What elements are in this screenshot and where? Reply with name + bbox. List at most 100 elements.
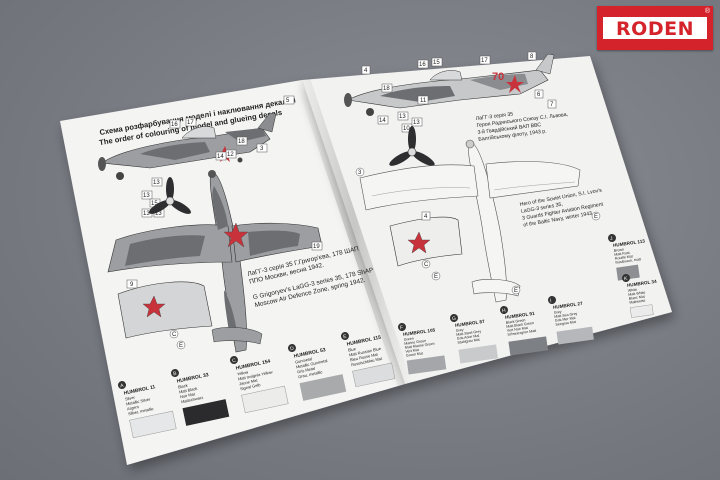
caption-ukrainian-line1: ЛаГГ-3 серія 35: [476, 111, 514, 122]
callout-box: 14: [379, 118, 386, 124]
paint-brand: HUMBROL 105: [403, 327, 436, 337]
callout-box: 17: [187, 120, 194, 126]
right-propeller: [389, 126, 435, 166]
left-side-profile-aircraft: [98, 112, 277, 180]
paint-code: D: [290, 346, 295, 353]
paint-brand: HUMBROL 91: [505, 311, 536, 320]
roden-logo: RODEN ®: [597, 6, 713, 50]
left-wing-callouts: 9 C E: [126, 279, 186, 350]
callout-box: 13: [153, 180, 160, 186]
paint-code: I: [550, 298, 552, 304]
paint-line: Argent: [127, 404, 140, 412]
paint-chip: I HUMBROL 27 Grey Matt Sea Grey Gris Mer…: [548, 296, 594, 345]
paint-code: K: [624, 276, 629, 282]
paint-line: Gris Metal: [297, 366, 316, 375]
paint-line: Mattweiss: [629, 299, 646, 305]
paint-line: Mattschwarz: [181, 395, 204, 405]
right-profile-star: [506, 75, 524, 93]
paint-chip: A HUMBROL 11 Silver Metallic Silver Arge…: [118, 381, 177, 439]
paint-code: J: [610, 236, 614, 242]
callout-box: 13: [399, 114, 406, 120]
paint-swatch: [299, 374, 347, 401]
paint-code: G: [452, 316, 457, 322]
paint-swatch: [629, 304, 654, 318]
callout-circle: E: [514, 288, 518, 294]
right-side-profile-aircraft: 70: [344, 53, 555, 116]
callout-box: 8: [530, 54, 534, 60]
paint-line: Vert Noir Mat: [507, 326, 528, 333]
paint-line: Marine Green: [404, 339, 426, 346]
paint-line: White: [628, 288, 638, 293]
callout-box: 9: [130, 282, 134, 288]
paint-chip: D HUMBROL 53 Gunmetal Metallic Gunmetal …: [288, 344, 347, 401]
paint-swatch: [352, 362, 396, 388]
paint-line: Gruen Mat: [406, 351, 423, 357]
paint-line: Gris Acier Mat: [457, 334, 480, 341]
left-underside-wing: [117, 281, 213, 339]
callout-box: 15: [433, 60, 440, 66]
paint-chip: C HUMBROL 154 Yellow Matt Insignia Yello…: [230, 356, 289, 414]
left-propeller: [149, 177, 191, 214]
paint-line: Metallic Gunmetal: [296, 358, 328, 370]
underside-wing-star: [142, 295, 166, 318]
paint-line: Metallic Silver: [126, 396, 152, 406]
callout-box: 14: [217, 154, 224, 160]
right-underside-wing: [389, 216, 463, 267]
paint-line: Blanc Mat: [629, 295, 645, 301]
paint-code: H: [502, 308, 507, 314]
callout-box: 10: [403, 126, 410, 132]
paint-line: Black Green: [506, 318, 526, 325]
right-profile-callouts: 16 15 17 8 4 18 11 6 14 10 13 13 7: [361, 51, 557, 133]
paint-line: Matt Steel Grey: [456, 329, 481, 336]
paint-brand: HUMBROL 34: [627, 279, 658, 288]
callout-box: 13: [155, 211, 162, 217]
logo-wordmark: RODEN: [616, 18, 694, 40]
paint-line: Green: [404, 337, 414, 342]
paint-line: Grau, metallic: [298, 369, 323, 379]
paint-swatch: [458, 344, 499, 364]
left-top-callouts: 19: [311, 241, 323, 251]
callout-circle: E: [179, 343, 183, 349]
paint-line: Matt Marine Green: [405, 342, 435, 350]
paint-chip: G HUMBROL 87 Grey Matt Steel Grey Gris A…: [450, 314, 499, 364]
paint-line: Brown: [614, 247, 625, 252]
paint-line: Jaune Mat: [239, 377, 259, 386]
paint-line: Seegrau Mat: [555, 320, 576, 327]
right-profile-tactical-number: 70: [492, 71, 504, 83]
paint-line: Rostbraun, matt: [615, 257, 641, 265]
callout-box: 6: [537, 92, 541, 98]
paint-line: Matt White: [628, 290, 646, 296]
paint-line: Silber, metallic: [128, 406, 154, 416]
callout-box: 4: [424, 214, 428, 220]
paint-chip: K HUMBROL 34 White Matt White Blanc Mat …: [622, 274, 658, 318]
paint-chip: J HUMBROL 113 Brown Matt Rust Rouille Ma…: [608, 234, 646, 281]
paint-swatch: [241, 385, 289, 414]
paint-line: Yellow: [236, 369, 248, 376]
paint-code: A: [120, 383, 125, 390]
callout-box: 17: [481, 58, 488, 64]
callout-box: 13: [413, 120, 420, 126]
paint-swatch: [556, 326, 594, 345]
left-profile-callouts: 5 16 17 18 3 12 14 13 13 15 13 13: [141, 95, 295, 218]
paint-line: Rouille Mat: [615, 254, 633, 260]
callout-box: 16: [419, 62, 426, 68]
paint-line: Schwarzgrun Matt: [507, 329, 536, 337]
logo-registered-mark: ®: [704, 8, 710, 15]
paint-chip: H HUMBROL 91 Black Green Matt Black Gree…: [500, 306, 549, 356]
paint-line: Gris Mer Mat: [555, 316, 576, 323]
callout-circle: 3: [358, 170, 362, 176]
right-top-view-aircraft: [359, 139, 581, 303]
callout-circle: C: [424, 262, 429, 268]
paint-line: Grey: [554, 310, 562, 315]
callout-circle: E: [594, 214, 598, 220]
paint-line: Stahlgrau Mat: [457, 338, 480, 345]
paint-swatch: [508, 336, 549, 356]
callout-box: 16: [171, 122, 178, 128]
callout-box: 4: [364, 68, 368, 74]
paint-code: C: [232, 358, 237, 365]
paint-line: Vert Mat: [405, 348, 419, 354]
paint-code: F: [400, 325, 404, 331]
callout-box: 12: [227, 152, 234, 158]
callout-box: 18: [383, 86, 390, 92]
right-wing-star: [407, 231, 431, 254]
